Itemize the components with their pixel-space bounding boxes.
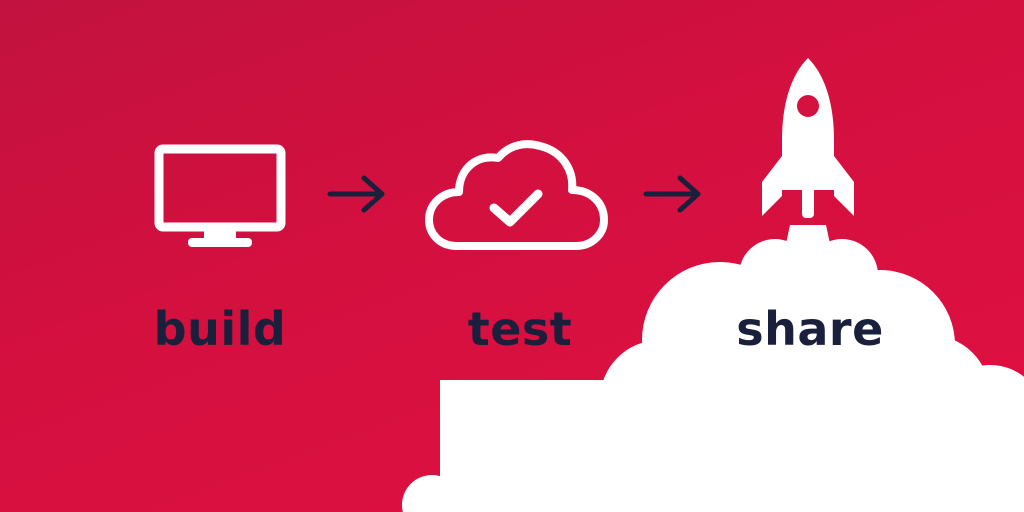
cloud-check-icon bbox=[425, 140, 608, 250]
rocket-icon bbox=[762, 58, 854, 218]
arrow-right-icon bbox=[327, 175, 385, 213]
step-label-share: share bbox=[736, 302, 884, 356]
arrow-right-icon bbox=[643, 175, 701, 213]
monitor-icon bbox=[154, 144, 286, 247]
step-label-test: test bbox=[467, 302, 573, 356]
step-label-build: build bbox=[153, 302, 287, 356]
